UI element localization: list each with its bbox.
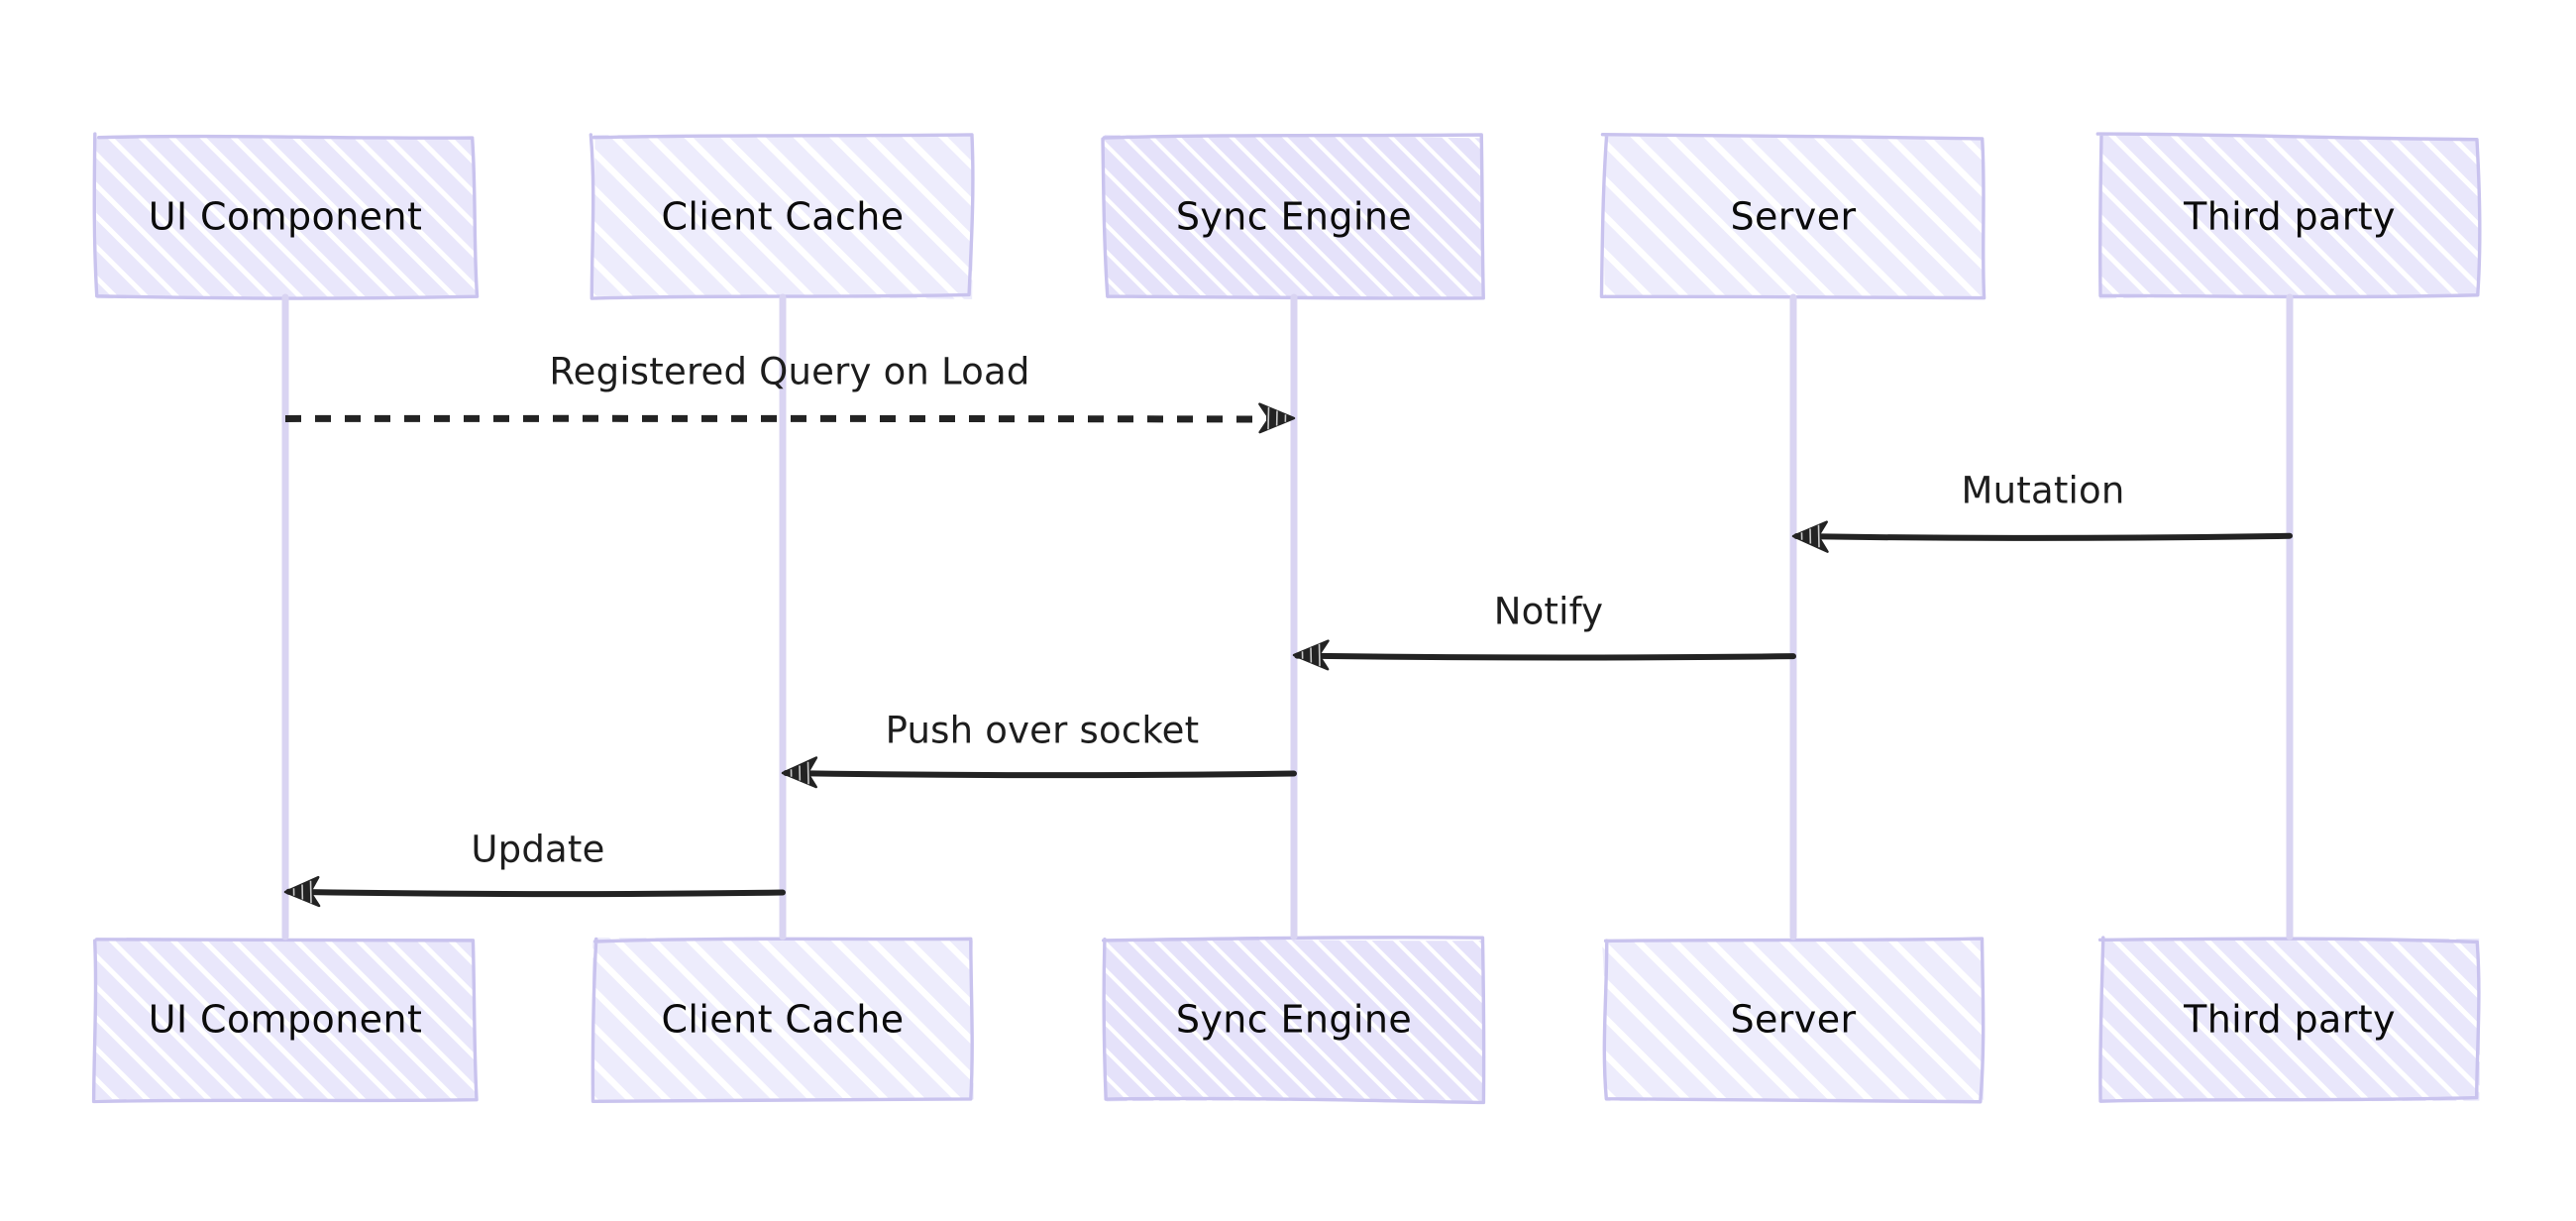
actor-label-client-cache: Client Cache (661, 195, 904, 239)
actor-box-fill (2099, 938, 2481, 1102)
message-line (1294, 650, 1796, 661)
actor-box-outline (2095, 132, 2482, 299)
actor-box-outline (1599, 133, 1986, 300)
message-line (1793, 530, 2293, 542)
actor-box-outline (1101, 936, 1486, 1105)
message-label-push-over-socket: Push over socket (886, 710, 1200, 752)
message-push-over-socket[interactable]: Push over socket (781, 710, 1297, 789)
actor-box-server-bottom[interactable]: Server (1601, 937, 1986, 1104)
actor-box-third-party-top[interactable]: Third party (2095, 132, 2482, 299)
actor-label-ui-component: UI Component (149, 998, 423, 1042)
message-registered-query-on-load[interactable]: Registered Query on Load (284, 351, 1296, 434)
arrowhead-icon (1292, 639, 1330, 671)
actor-box-ui-component-top[interactable]: UI Component (92, 132, 480, 300)
actor-label-client-cache: Client Cache (661, 998, 904, 1042)
actor-box-outline (1602, 937, 1986, 1104)
actor-box-server-top[interactable]: Server (1599, 133, 1986, 300)
actor-box-fill (591, 937, 974, 1101)
message-update[interactable]: Update (283, 829, 786, 908)
arrowhead-icon (283, 875, 321, 908)
arrowhead-icon (781, 756, 818, 789)
actor-box-third-party-bottom[interactable]: Third party (2097, 936, 2481, 1103)
actor-label-third-party: Third party (2183, 195, 2396, 239)
actor-box-fill (1103, 939, 1485, 1103)
actor-box-client-cache-bottom[interactable]: Client Cache (590, 937, 974, 1103)
actor-label-sync-engine: Sync Engine (1176, 195, 1412, 239)
actor-label-third-party: Third party (2183, 998, 2396, 1042)
message-notify[interactable]: Notify (1292, 591, 1796, 671)
actor-box-outline (92, 132, 480, 300)
message-label-mutation: Mutation (1961, 470, 2124, 512)
actor-box-fill (1102, 135, 1484, 300)
actor-label-ui-component: UI Component (149, 195, 423, 239)
actor-box-fill (1603, 135, 1984, 298)
arrowhead-icon (1791, 520, 1829, 553)
actor-box-ui-component-bottom[interactable]: UI Component (91, 938, 479, 1104)
actor-box-outline (590, 937, 974, 1103)
actor-box-fill (2098, 135, 2480, 299)
arrowhead-icon (1258, 402, 1296, 434)
actor-box-fill (1601, 938, 1985, 1103)
actor-label-server: Server (1730, 195, 1856, 239)
actor-box-fill (95, 136, 477, 299)
actor-box-outline (589, 133, 975, 300)
actor-box-outline (2097, 936, 2481, 1103)
message-group: Registered Query on LoadMutationNotifyPu… (283, 351, 2293, 908)
message-line (783, 767, 1297, 779)
actor-box-outline (91, 938, 479, 1104)
actor-box-sync-engine-bottom[interactable]: Sync Engine (1101, 936, 1486, 1105)
message-line (284, 413, 1292, 425)
message-mutation[interactable]: Mutation (1791, 470, 2293, 553)
message-label-update: Update (471, 829, 604, 871)
message-label-notify: Notify (1494, 591, 1604, 633)
message-label-registered-query-on-load: Registered Query on Load (549, 351, 1029, 393)
actor-box-client-cache-top[interactable]: Client Cache (589, 133, 975, 300)
actor-label-server: Server (1730, 998, 1856, 1042)
actor-box-outline (1101, 133, 1485, 300)
actor-box-fill (592, 135, 974, 300)
actor-box-sync-engine-top[interactable]: Sync Engine (1101, 133, 1485, 300)
message-line (285, 886, 786, 898)
actor-box-fill (94, 938, 477, 1100)
lifeline-group (281, 293, 2294, 941)
actor-label-sync-engine: Sync Engine (1176, 998, 1412, 1042)
